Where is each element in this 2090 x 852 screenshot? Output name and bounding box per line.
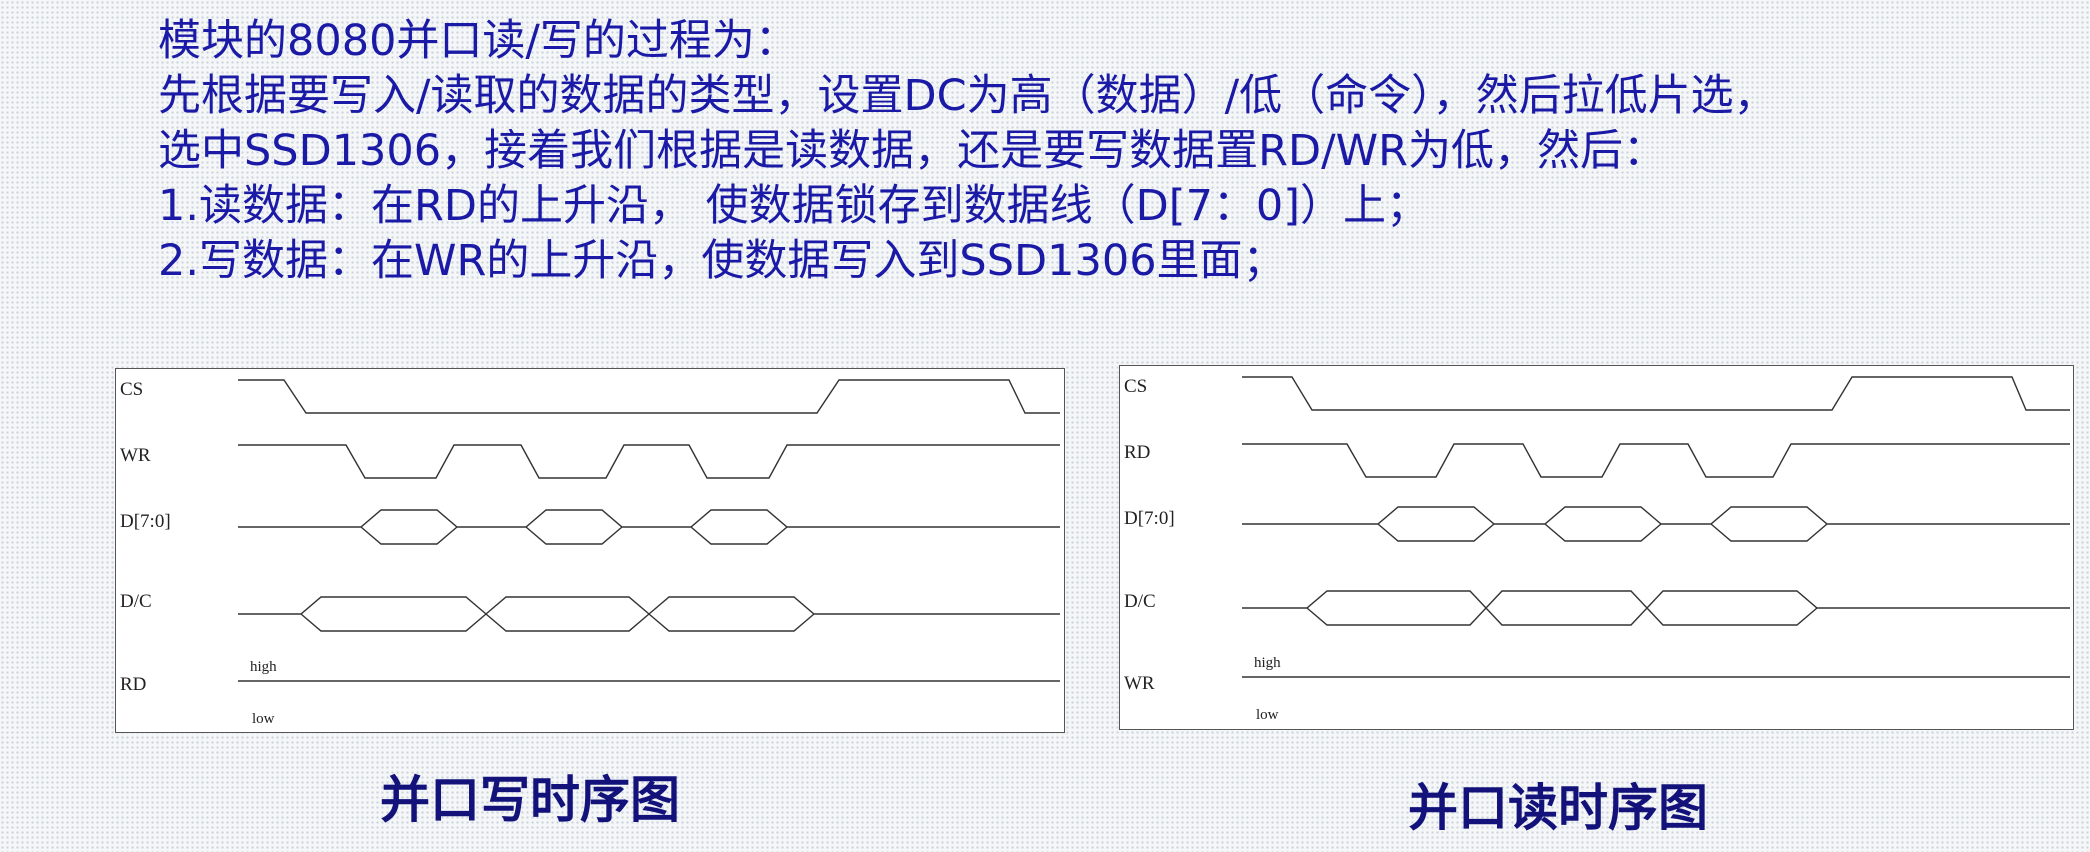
write-signal-label-rd: RD [120, 674, 146, 695]
write-level-high: high [250, 659, 277, 675]
write-wave-cs [238, 379, 1060, 414]
read-wave-rd [1242, 443, 2070, 478]
write-wave-dc [238, 596, 1060, 632]
intro-line-5: 2.写数据：在WR的上升沿，使数据写入到SSD1306里面； [158, 236, 1286, 286]
intro-line-3: 选中SSD1306，接着我们根据是读数据，还是要写数据置RD/WR为低，然后： [158, 126, 1667, 176]
write-signal-label-wr: WR [120, 445, 151, 466]
intro-line-1: 模块的8080并口读/写的过程为： [158, 16, 798, 66]
write-wave-data [238, 509, 1060, 545]
read-wave-data [1242, 506, 2070, 542]
read-level-high: high [1254, 655, 1281, 671]
intro-line-2: 先根据要写入/读取的数据的类型，设置DC为高（数据）/低（命令），然后拉低片选， [158, 71, 1777, 121]
read-signal-label-wr: WR [1124, 673, 1155, 694]
intro-text: 模块的8080并口读/写的过程为： 先根据要写入/读取的数据的类型，设置DC为高… [158, 14, 2058, 289]
write-signal-label-dc: D/C [120, 591, 152, 612]
intro-line-4: 1.读数据：在RD的上升沿， 使数据锁存到数据线（D[7：0]）上； [158, 181, 1430, 231]
read-signal-label-rd: RD [1124, 442, 1150, 463]
read-signal-label-cs: CS [1124, 376, 1147, 397]
write-signal-label-data: D[7:0] [120, 511, 171, 532]
write-diagram-caption: 并口写时序图 [380, 770, 680, 829]
write-signal-label-cs: CS [120, 379, 143, 400]
read-wave-dc [1242, 590, 2070, 626]
read-signal-label-data: D[7:0] [1124, 508, 1175, 529]
read-diagram-caption: 并口读时序图 [1408, 778, 1708, 837]
read-timing-diagram: CS RD D[7:0] D/C WR high low [1119, 365, 2074, 730]
read-wave-cs [1242, 376, 2070, 411]
write-wave-wr [238, 444, 1060, 479]
write-timing-svg: CS WR D[7:0] D/C RD high low [120, 379, 1060, 727]
read-timing-svg: CS RD D[7:0] D/C WR high low [1124, 376, 2070, 723]
write-level-low: low [252, 711, 275, 727]
read-signal-label-dc: D/C [1124, 591, 1156, 612]
read-level-low: low [1256, 707, 1279, 723]
write-timing-diagram: CS WR D[7:0] D/C RD high low [115, 368, 1065, 733]
